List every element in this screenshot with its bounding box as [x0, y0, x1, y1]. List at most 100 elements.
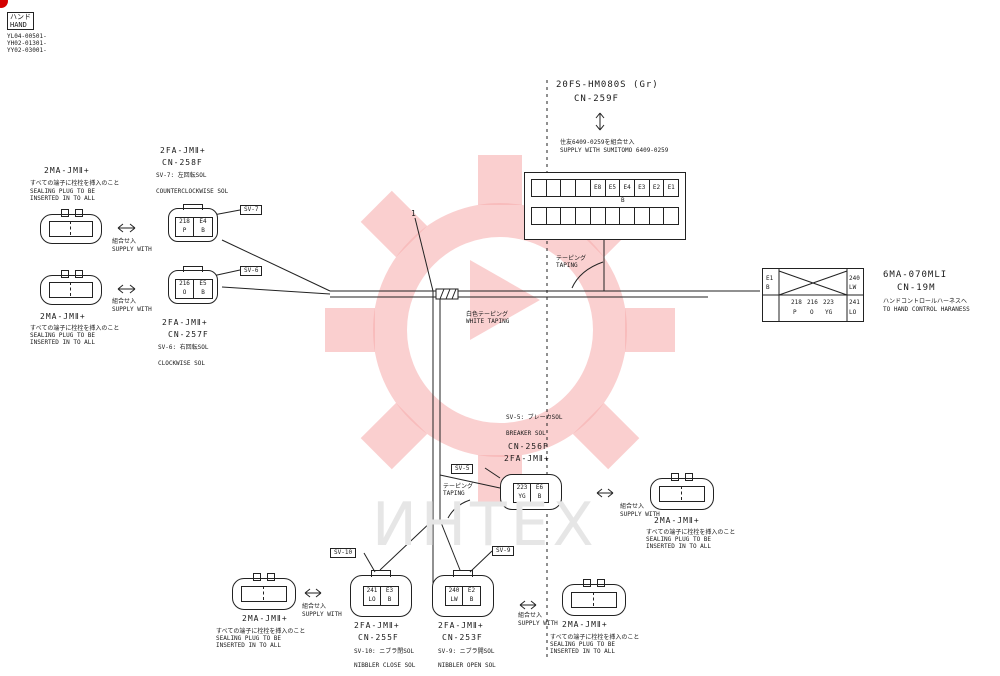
sv7-tag: SV-7	[240, 205, 263, 215]
cn259-b: B	[621, 197, 625, 204]
cn253-pin2: E2	[467, 587, 476, 594]
cn255-pin2: E3	[385, 587, 394, 594]
cn257-pin2: E5	[199, 280, 207, 287]
hand-title-box: ハンド HAND	[7, 12, 34, 30]
plug-left1	[40, 209, 102, 244]
plug-right1-sealing-jp: すべての端子に栓栓を挿入のこと	[646, 529, 736, 536]
cn255-pin1: 241	[364, 587, 381, 596]
cn19m-e1: E1	[766, 275, 774, 282]
cn19m-desc-jp: ハンドコントロールハーネスへ	[883, 298, 968, 305]
cn255-desc-en: NIBBLER CLOSE SOL	[354, 662, 416, 669]
cn259-pin-e5: E5	[606, 180, 621, 196]
connector-cn19m: E1 B 240 LW 218 216 223 241 P O YG LO	[762, 268, 864, 322]
cn257-desc-jp: SV-6: 右回転SOL	[158, 344, 209, 351]
cn258-desc-jp: SV-7: 左回転SOL	[156, 172, 207, 179]
connector-cn256f: 223 E6 YG B	[500, 474, 562, 510]
connector-cn255f: 241 E3 LO B	[350, 570, 412, 617]
cn259-code: CN-259F	[574, 94, 619, 104]
cn256-col1: YG	[514, 493, 531, 502]
serial-1: YL04-00501-	[7, 33, 47, 40]
plug-left2-supply-jp: 組合せ入	[112, 298, 137, 305]
cn19m-code: CN-19M	[897, 283, 936, 293]
cn19m-name: 6MA-070MLI	[883, 270, 948, 280]
plug-left1-sealing-en1: SEALING PLUG TO BE	[30, 188, 96, 195]
plug-bottom-right-name: 2MA-JMⅡ+	[562, 620, 608, 629]
connector-cn258f: 218 E4 P B	[168, 204, 218, 242]
cn256-desc-en: BREAKER SOL	[506, 430, 546, 437]
connector-cn259f: E8 E5 E4 E3 E2 E1 B	[524, 172, 686, 240]
plug-left1-supply-jp: 組合せ入	[112, 238, 137, 245]
sv10-tag: SV-10	[330, 548, 357, 558]
cn256-col2: B	[537, 493, 542, 500]
cn256-pin2: E6	[535, 484, 544, 491]
plug-right1-name: 2MA-JMⅡ+	[654, 516, 700, 525]
cn253-name: 2FA-JMⅡ+	[438, 621, 484, 630]
plug-bottom-left-sealing-en2: INSERTED IN TO ALL	[216, 642, 282, 649]
branch-taping-jp: テーピング	[443, 483, 474, 490]
cn253-pin1: 240	[446, 587, 463, 596]
plug-bottom-left	[232, 573, 296, 610]
plug-left1-supply-en: SUPPLY WITH	[112, 246, 152, 253]
cn258-pin2: E4	[199, 218, 207, 225]
plug-left2-name: 2MA-JMⅡ+	[40, 312, 86, 321]
cn259-pin-e8: E8	[591, 180, 606, 196]
cn259-pin-e3: E3	[635, 180, 650, 196]
branch-taping-en: TAPING	[443, 490, 465, 497]
cn19m-lo: LO	[849, 309, 857, 316]
white-taping-en: WHITE TAPING	[466, 318, 510, 325]
cn259-supply-en: SUPPLY WITH SUMITOMO 6409-0259	[560, 147, 669, 154]
cn259-taping-en: TAPING	[556, 262, 578, 269]
plug-bottom-left-sealing-jp: すべての端子に栓栓を挿入のこと	[216, 628, 306, 635]
plug-bottom-right-supply-en: SUPPLY WITH	[518, 620, 558, 627]
cn258-col1: P	[176, 227, 194, 236]
cn259-taping-jp: テーピング	[556, 255, 587, 262]
cn259-pin-e1: E1	[667, 184, 675, 191]
cn253-col1: LW	[446, 596, 463, 605]
cn259-name: 20FS-HM080S (Gr)	[556, 80, 659, 90]
plug-right1-sealing-en1: SEALING PLUG TO BE	[646, 536, 712, 543]
cn255-code: CN-255F	[358, 633, 399, 642]
cn258-code: CN-258F	[162, 158, 203, 167]
plug-left1-sealing-en2: INSERTED IN TO ALL	[30, 195, 96, 202]
cn256-desc-jp: SV-5: ブレーカSOL	[506, 414, 563, 421]
cn255-col1: LO	[364, 596, 381, 605]
sv5-tag: SV-5	[451, 464, 474, 474]
cn19m-o: O	[810, 309, 814, 316]
plug-bottom-left-name: 2MA-JMⅡ+	[242, 614, 288, 623]
sv6-tag: SV-6	[240, 266, 263, 276]
cn259-pin-e4: E4	[620, 180, 635, 196]
cn256-name: 2FA-JMⅡ+	[504, 454, 550, 463]
cn258-desc-en: COUNTERCLOCKWISE SOL	[156, 188, 229, 195]
cn253-col2: B	[469, 596, 474, 603]
cn257-code: CN-257F	[168, 330, 209, 339]
plug-left2-sealing-jp: すべての端子に栓栓を挿入のこと	[30, 325, 120, 332]
cn259-pin-e2: E2	[650, 180, 665, 196]
plug-bottom-right	[562, 579, 626, 616]
connector-cn257f: 216 E5 O B	[168, 266, 218, 304]
cn257-col2: B	[201, 289, 205, 296]
cn19m-lw: LW	[849, 284, 857, 291]
cn255-desc-jp: SV-10: ニブラ閉SOL	[354, 648, 415, 655]
plug-bottom-left-supply-en: SUPPLY WITH	[302, 611, 342, 618]
cn255-col2: B	[387, 596, 392, 603]
plug-bottom-right-sealing-en2: INSERTED IN TO ALL	[550, 648, 616, 655]
title-jp: ハンド	[10, 13, 31, 21]
cn257-pin1: 216	[176, 280, 194, 289]
plug-bottom-left-supply-jp: 組合せ入	[302, 603, 327, 610]
cn253-desc-en: NIBBLER OPEN SOL	[438, 662, 496, 669]
plug-left1-sealing-jp: すべての端子に栓栓を挿入のこと	[30, 180, 120, 187]
cn258-name: 2FA-JMⅡ+	[160, 146, 206, 155]
cn259-supply-jp: 住友6409-0259を組合せ入	[560, 139, 635, 146]
cn257-desc-en: CLOCKWISE SOL	[158, 360, 205, 367]
watermark-text: ИНТЕХ	[372, 490, 598, 560]
plug-left1-name: 2MA-JMⅡ+	[44, 166, 90, 175]
plug-right1-supply-en: SUPPLY WITH	[620, 511, 660, 518]
cn19m-240: 240	[849, 275, 860, 282]
title-en: HAND	[10, 21, 27, 29]
plug-bottom-right-sealing-en1: SEALING PLUG TO BE	[550, 641, 616, 648]
cn258-pin1: 218	[176, 218, 194, 227]
cn256-pin1: 223	[514, 484, 531, 493]
sv9-tag: SV-9	[492, 546, 515, 556]
corner-mark	[0, 0, 8, 8]
plug-bottom-right-sealing-jp: すべての端子に栓栓を挿入のこと	[550, 634, 640, 641]
